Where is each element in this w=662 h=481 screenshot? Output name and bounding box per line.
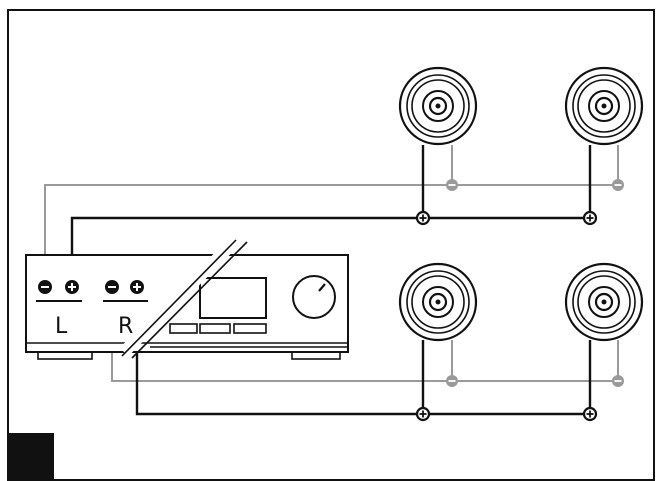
receiver-left-positive-terminal [65, 280, 79, 294]
receiver-button [233, 323, 267, 334]
terminal-positive-icon [65, 280, 79, 294]
cutaway-lines [119, 233, 248, 359]
wire-left-positive [70, 216, 590, 286]
terminal-negative-icon [612, 375, 624, 387]
terminal-positive-icon [415, 406, 431, 422]
terminal-negative-icon [38, 280, 52, 294]
speaker-front-right [564, 66, 644, 146]
diagram-frame [7, 9, 655, 481]
speaker-icon [564, 66, 644, 146]
receiver-left-negative-terminal [38, 280, 52, 294]
speaker-leads [421, 145, 619, 414]
speaker-front-left [398, 66, 478, 146]
speaker-icon [398, 262, 478, 342]
terminal-negative-icon [446, 375, 458, 387]
terminal-negative-icon [612, 179, 624, 191]
receiver-right-positive-terminal [130, 280, 144, 294]
receiver-button [199, 323, 231, 334]
terminal-positive-icon [415, 210, 431, 226]
terminal-negative-icon [446, 179, 458, 191]
speaker-icon [398, 66, 478, 146]
channel-left-label: L [55, 314, 68, 339]
receiver: L R [25, 233, 349, 360]
terminal-positive-icon [130, 280, 144, 294]
receiver-button [169, 323, 198, 334]
receiver-right-negative-terminal [105, 280, 119, 294]
terminal-positive-icon [582, 210, 598, 226]
volume-knob-icon [292, 275, 336, 319]
speaker-icon [564, 262, 644, 342]
receiver-foot-left [37, 351, 93, 360]
receiver-foot-right [291, 351, 341, 360]
speaker-terminals [415, 179, 624, 422]
terminal-positive-icon [582, 406, 598, 422]
speaker-rear-right [564, 262, 644, 342]
channel-right-label: R [118, 314, 133, 339]
wire-left-negative [44, 184, 618, 286]
receiver-display [199, 277, 267, 319]
corner-block [8, 433, 54, 480]
terminal-negative-icon [105, 280, 119, 294]
speaker-rear-left [398, 262, 478, 342]
